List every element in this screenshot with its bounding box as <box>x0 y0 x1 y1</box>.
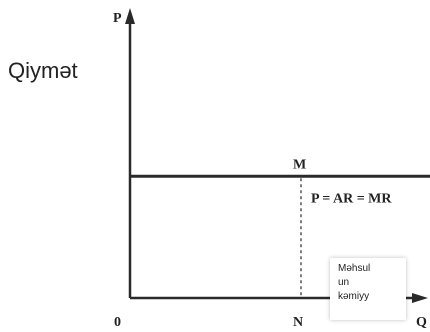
series-label: P = AR = MR <box>311 191 392 206</box>
note-line-1: Məhsul <box>338 263 371 274</box>
origin-label: 0 <box>114 315 121 330</box>
y-axis-label: P <box>113 11 122 26</box>
y-axis-arrow <box>125 8 135 24</box>
note-line-2: un <box>338 277 350 288</box>
x-axis-arrow <box>412 293 428 303</box>
price-side-label: Qiymət <box>8 58 78 83</box>
point-n-label: N <box>293 315 303 330</box>
x-axis-label: Q <box>416 315 427 330</box>
point-m-label: M <box>293 157 306 172</box>
note-line-3: kəmiyy <box>338 291 370 302</box>
quantity-note-box: Məhsul un kəmiyy <box>330 258 406 320</box>
